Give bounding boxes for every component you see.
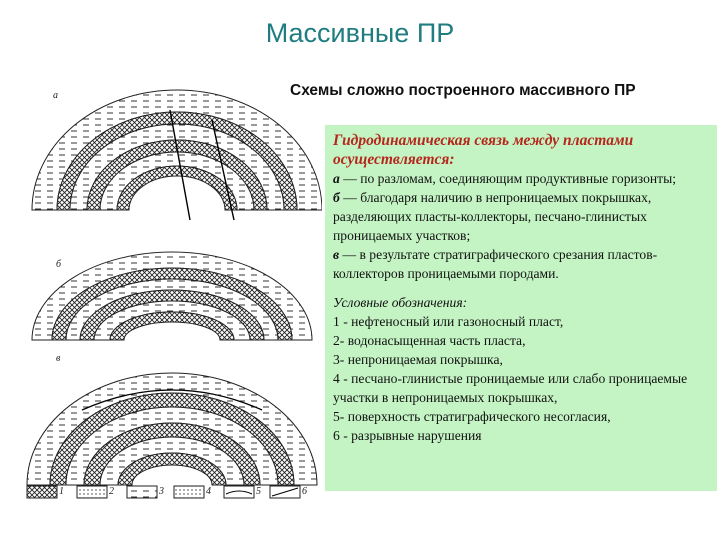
item-key: в (333, 247, 340, 262)
legend-item: 2- водонасыщенная часть пласта, (333, 333, 526, 348)
scheme-c (26, 372, 318, 486)
slide-subtitle: Схемы сложно построенного массивного ПР (290, 82, 636, 99)
legend-number-2: 2 (109, 486, 114, 497)
scheme-b (31, 251, 313, 341)
scheme-a (31, 89, 322, 221)
geology-schemes-figure (26, 89, 322, 499)
item-key: б (333, 190, 340, 205)
legend-number-6: 6 (302, 486, 307, 497)
info-panel: Гидродинамическая связь между пластами о… (325, 125, 717, 491)
legend-item: 6 - разрывные нарушения (333, 428, 482, 443)
legend-item: 1 - нефтеносный или газоносный пласт, (333, 314, 564, 329)
item-key: а (333, 171, 340, 186)
legend-item: 4 - песчано-глинистые проницаемые или сл… (333, 371, 688, 405)
legend-title: Условные обозначения: (333, 295, 468, 310)
panel-heading: Гидродинамическая связь между пластами о… (333, 132, 634, 168)
scheme-label-b: б (56, 259, 62, 270)
item-text: — в результате стратиграфического срезан… (333, 247, 658, 281)
scheme-label-a: а (53, 90, 58, 101)
legend-number-3: 3 (159, 486, 164, 497)
legend-item: 3- непроницаемая покрышка, (333, 352, 503, 367)
legend-item: 5- поверхность стратиграфического несогл… (333, 409, 611, 424)
list-item: б — благодаря наличию в непроницаемых по… (333, 188, 711, 245)
legend-number-1: 1 (59, 486, 64, 497)
item-text: — по разломам, соединяющим продуктивные … (339, 171, 676, 186)
diagram-legend (26, 485, 301, 499)
list-item: а — по разломам, соединяющим продуктивны… (333, 169, 711, 188)
slide-title: Массивные ПР (265, 18, 455, 48)
legend-number-4: 4 (206, 486, 211, 497)
legend-number-5: 5 (256, 486, 261, 497)
list-item: в — в результате стратиграфического срез… (333, 245, 711, 283)
scheme-label-c: в (56, 353, 61, 364)
item-text: — благодаря наличию в непроницаемых покр… (333, 190, 652, 243)
